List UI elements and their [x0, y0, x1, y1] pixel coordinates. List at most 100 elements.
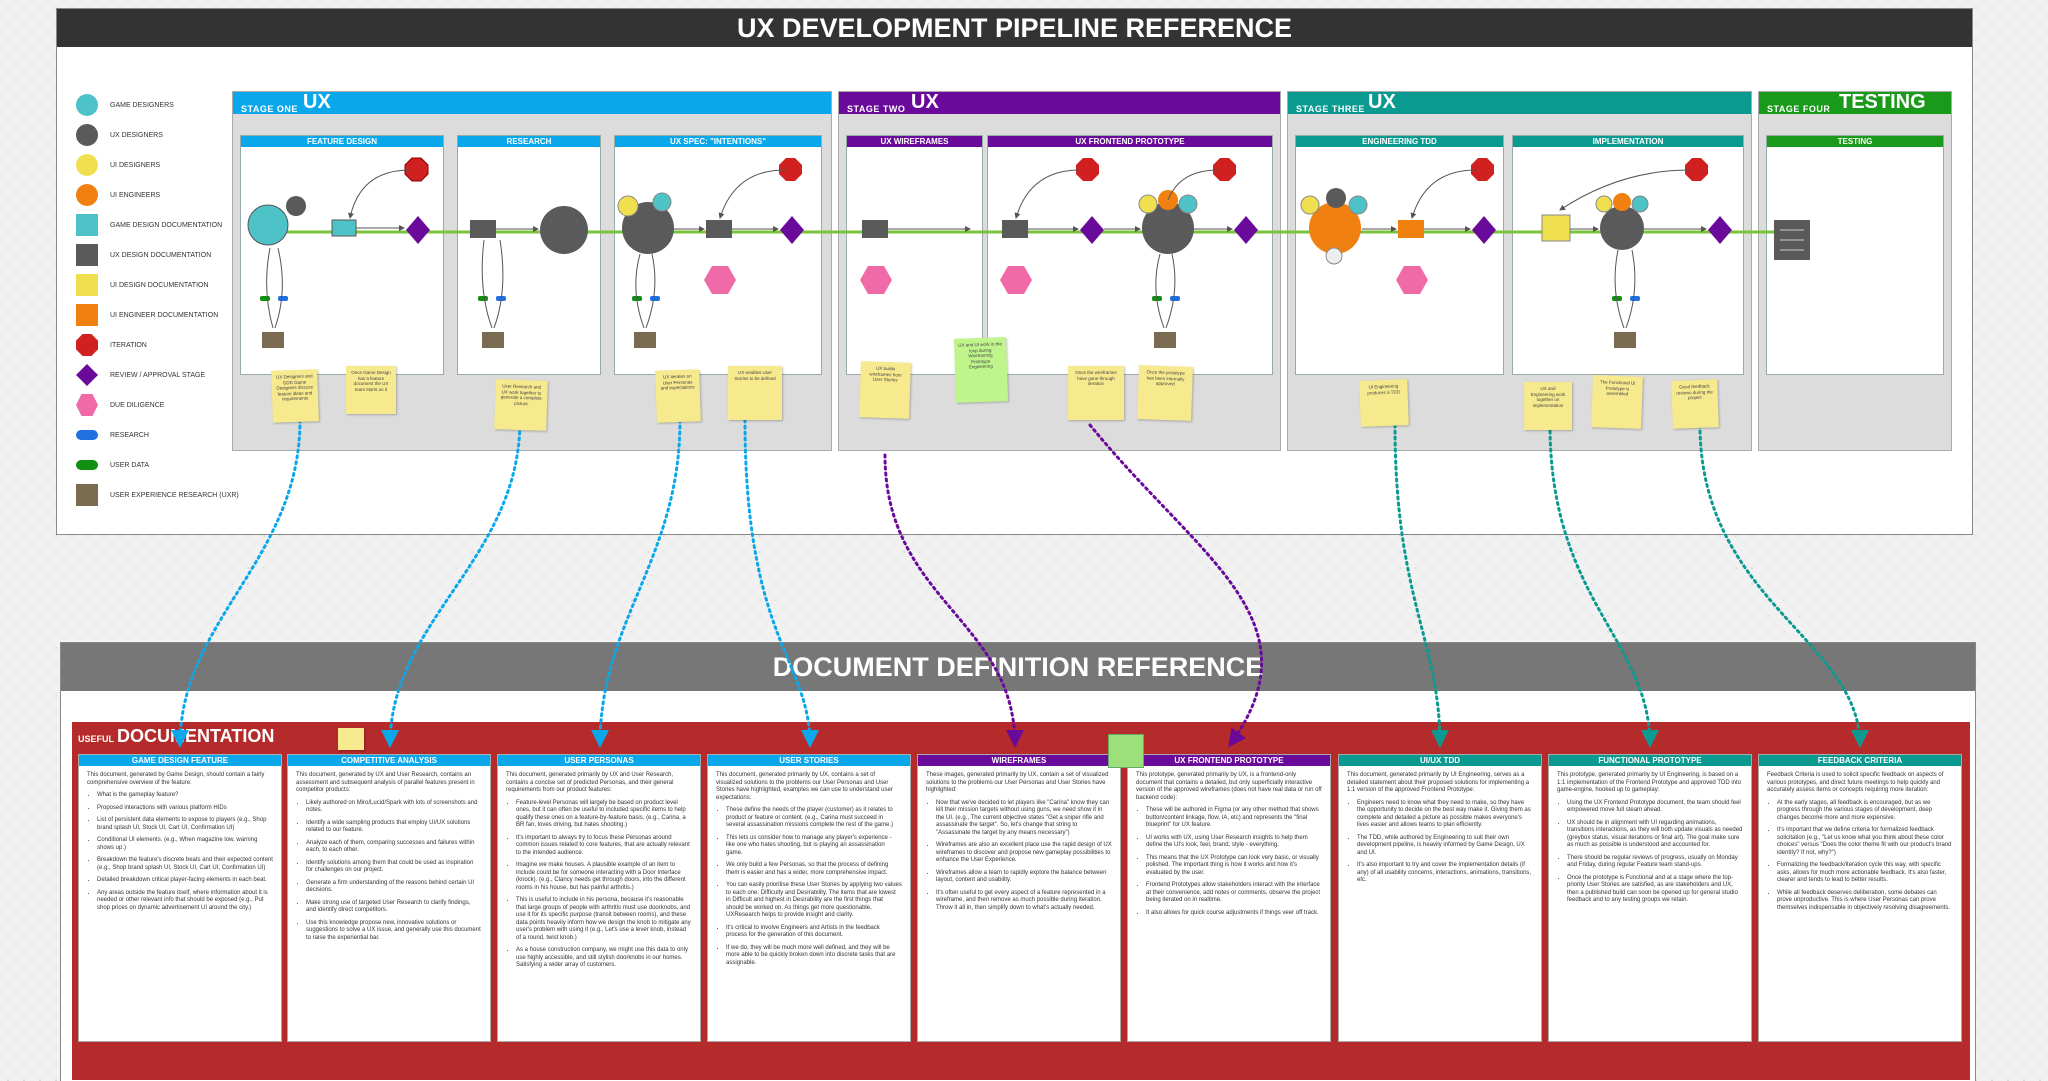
legend-item: UI Design Documentation [76, 272, 209, 298]
subpanel-title: UX WIREFRAMES [847, 136, 982, 147]
doc-card-intro: This prototype, generated primarily by U… [1557, 772, 1741, 793]
legend-circle-icon [76, 124, 98, 146]
doc-card-item: Likely authored on Miro/Lucid/Spark with… [306, 800, 482, 815]
doc-card-item: These will be authored in Figma (or any … [1146, 807, 1322, 830]
sticky-note: Once the prototype has been internally a… [1137, 365, 1193, 421]
subpanel-title: UX SPEC: "INTENTIONS" [615, 136, 821, 147]
doc-card-item: You can easily prioritise these User Sto… [726, 882, 902, 920]
doc-card-body: This document, generated primarily by UI… [1339, 766, 1541, 896]
sticky-note: Once the wireframes have gone through it… [1068, 366, 1124, 420]
doc-card-title: USER STORIES [708, 755, 910, 766]
doc-card-item: Formalizing the feedback/iteration cycle… [1777, 862, 1953, 885]
legend-label: UI Design Documentation [110, 281, 209, 289]
doc-card-item: Identify a wide sampling products that e… [306, 820, 482, 835]
sticky-note: UX and UI work in the loop during Wirefr… [953, 337, 1009, 403]
sticky-note: UX enables User Stories to be defined [728, 366, 782, 420]
legend-item: User Data [76, 452, 149, 478]
doc-card-list: Likely authored on Miro/Lucid/Spark with… [296, 800, 482, 943]
doc-card-item: UI works with UX, using User Research in… [1146, 835, 1322, 850]
subpanel-title: IMPLEMENTATION [1513, 136, 1743, 147]
subpanel-title: RESEARCH [458, 136, 600, 147]
doc-card-item: It also allows for quick course adjustme… [1146, 910, 1322, 918]
doc-card-item: As a house construction company, we migh… [516, 947, 692, 970]
doc-card-item: It's often useful to get every aspect of… [936, 890, 1112, 913]
doc-card-list: Using the UX Frontend Prototype document… [1557, 800, 1743, 905]
doc-card-title: UX FRONTEND PROTOTYPE [1128, 755, 1330, 766]
doc-card-list: Engineers need to know what they need to… [1347, 800, 1533, 885]
legend-label: Due Diligence [110, 401, 165, 409]
doc-card-item: These define the needs of the player (cu… [726, 807, 902, 830]
subpanel-title: FEATURE DESIGN [241, 136, 443, 147]
doc-card-intro: Feedback Criteria is used to solicit spe… [1767, 772, 1944, 793]
doc-card-item: At the early stages, all feedback is enc… [1777, 800, 1953, 823]
doc-card-item: Frontend Prototypes allow stakeholders i… [1146, 882, 1322, 905]
doc-card: FUNCTIONAL PROTOTYPE This prototype, gene… [1548, 754, 1752, 1042]
banner-small-label: USEFUL [78, 734, 114, 744]
doc-card-list: These define the needs of the player (cu… [716, 807, 902, 967]
legend-pill-icon [76, 460, 98, 470]
legend-label: UI Engineers [110, 191, 161, 199]
legend-label: Review / Approval Stage [110, 371, 206, 379]
banner-big-label: DOCUMENTATION [117, 726, 275, 746]
doc-card-list: Now that we've decided to let players li… [926, 800, 1112, 913]
legend-label: UI Engineer Documentation [110, 311, 219, 319]
legend-circle-icon [76, 94, 98, 116]
sticky-note: UX and Engineering work together on impl… [1524, 382, 1572, 430]
legend-item: Research [76, 422, 149, 448]
legend-square-icon [76, 214, 98, 236]
doc-card-intro: This prototype, generated primarily by U… [1136, 772, 1322, 801]
legend-diamond-icon [76, 364, 98, 386]
legend-square-icon [76, 304, 98, 326]
legend-label: User Experience Research (UXR) [110, 491, 239, 499]
doc-card: UX FRONTEND PROTOTYPE This prototype, gen… [1127, 754, 1331, 1042]
doc-card-intro: This document, generated by UX and User … [296, 772, 475, 793]
subpanel-testing: TESTING [1766, 135, 1944, 375]
doc-card-intro: This document, generated primarily by UX… [506, 772, 674, 793]
stage-one-header: STAGE ONE UX [233, 91, 831, 114]
stage-two-name: UX [911, 91, 939, 113]
doc-card-intro: These images, generated primarily by UX,… [926, 772, 1109, 793]
legend-item: UI Designers [76, 152, 160, 178]
doc-card-body: This document, generated primarily by UX… [708, 766, 910, 978]
doc-card-body: This document, generated by UX and User … [288, 766, 490, 953]
doc-card-body: Feedback Criteria is used to solicit spe… [1759, 766, 1961, 923]
doc-card: USER STORIES This document, generated pri… [707, 754, 911, 1042]
stage-three-label: STAGE THREE [1296, 104, 1365, 114]
doc-card-body: This document, generated by Game Design,… [79, 766, 281, 923]
sticky-note: UX builds wireframes from User Stories [859, 361, 911, 419]
doc-card-intro: This document, generated by Game Design,… [87, 772, 265, 786]
pipeline-title: UX DEVELOPMENT PIPELINE REFERENCE [57, 9, 1972, 47]
legend-label: Iteration [110, 341, 147, 349]
legend-octagon-icon [76, 334, 98, 356]
legend-item: UX Designers [76, 122, 163, 148]
green-sticky-banner [1108, 734, 1144, 768]
doc-card-intro: This document, generated primarily by UX… [716, 772, 893, 801]
legend-item: Iteration [76, 332, 147, 358]
stage-four-label: STAGE FOUR [1767, 104, 1831, 114]
sticky-note: UX iterates on User Personas and expecta… [655, 369, 701, 423]
doc-card-item: Using the UX Frontend Prototype document… [1567, 800, 1743, 815]
stage-four-header: STAGE FOUR TESTING [1759, 91, 1951, 114]
doc-card-intro: This document, generated primarily by UI… [1347, 772, 1530, 793]
doc-card-item: Any areas outside the feature itself, wh… [97, 890, 273, 913]
sticky-note: Good feedback reviews during the project [1671, 379, 1719, 429]
doc-card-body: These images, generated primarily by UX,… [918, 766, 1120, 923]
doc-card-list: Feature-level Personas will largely be b… [506, 800, 692, 970]
doc-card-item: This lets us consider how to manage any … [726, 835, 902, 858]
doc-card-list: At the early stages, all feedback is enc… [1767, 800, 1953, 913]
doc-card-item: Wireframes allow a team to rapidly explo… [936, 870, 1112, 885]
legend-item: UI Engineer Documentation [76, 302, 218, 328]
doc-card-list: What is the gameplay feature?Proposed in… [87, 792, 273, 912]
legend-item: UI Engineers [76, 182, 160, 208]
doc-card-item: It's important to always try to focus th… [516, 835, 692, 858]
doc-card-item: Engineers need to know what they need to… [1357, 800, 1533, 830]
doc-card-item: Imagine we make houses. A plausible exam… [516, 862, 692, 892]
doc-card-body: This document, generated primarily by UX… [498, 766, 700, 981]
doc-card-title: FUNCTIONAL PROTOTYPE [1549, 755, 1751, 766]
legend-label: User Data [110, 461, 150, 469]
doc-card-item: Use this knowledge propose new, innovati… [306, 920, 482, 943]
